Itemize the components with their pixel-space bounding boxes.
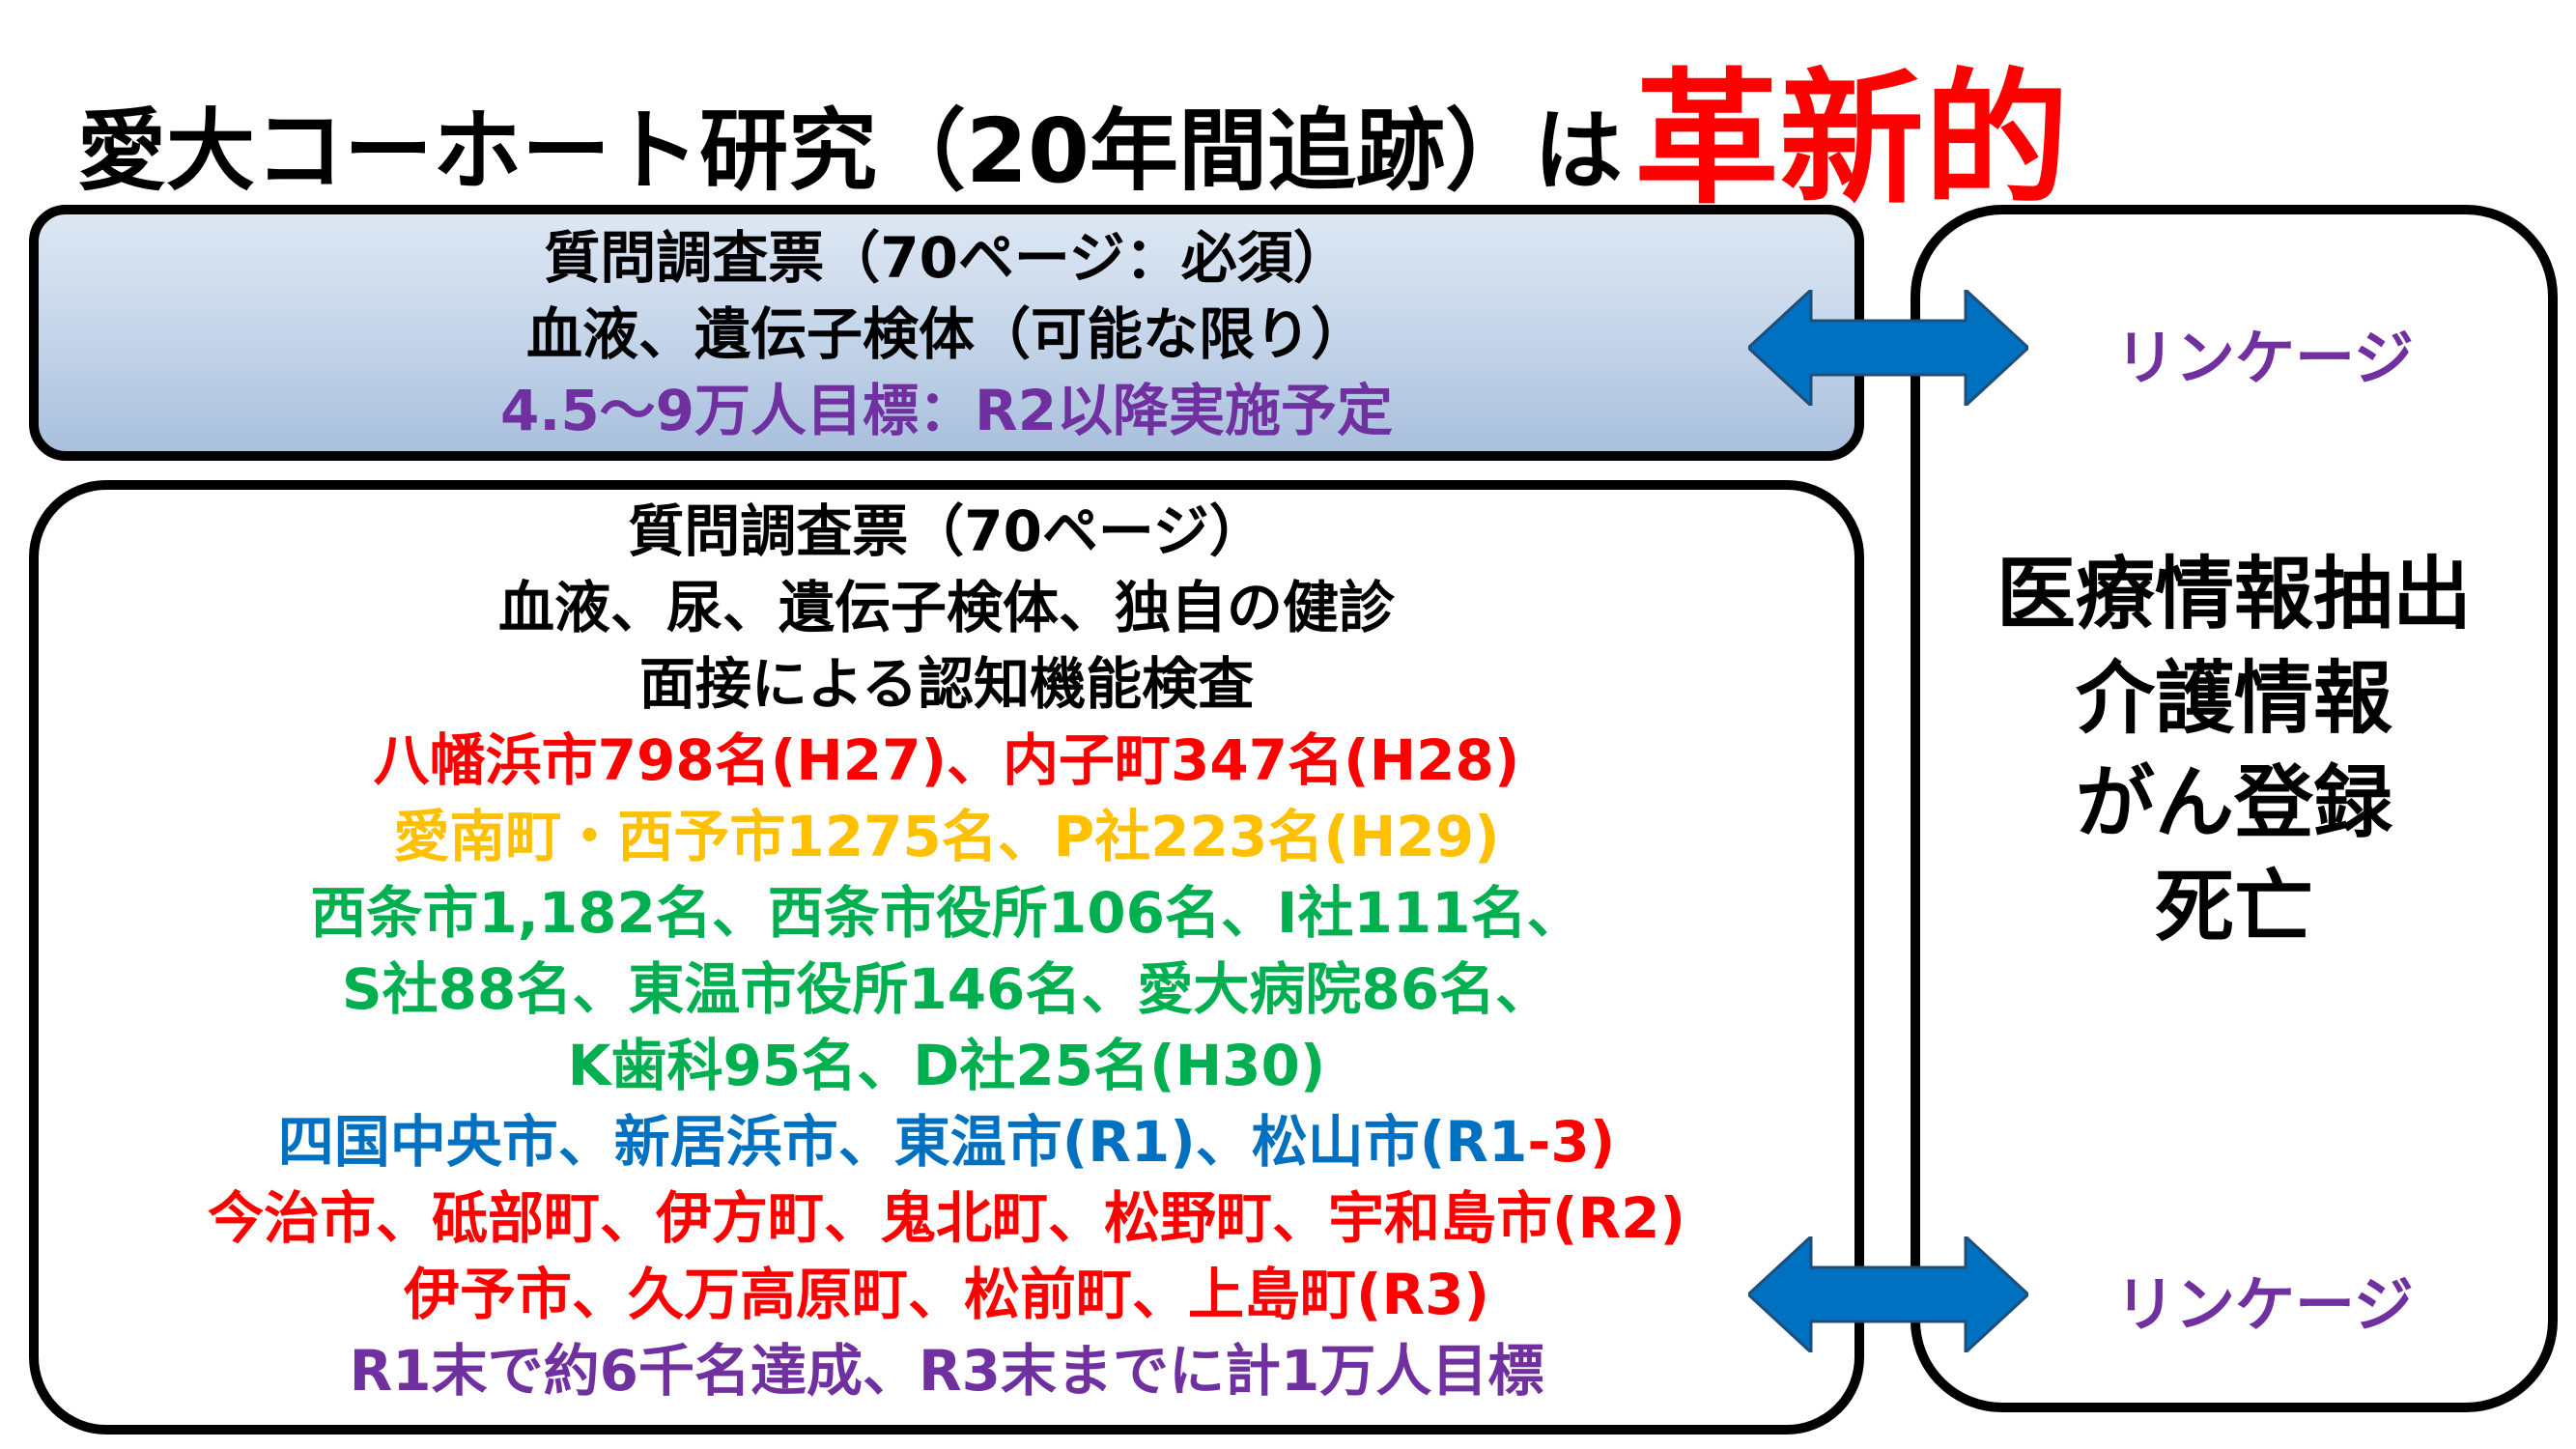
main-line-3: 面接による認知機能検査	[638, 651, 1255, 717]
main-line-8: K歯科95名、D社25名(H30)	[567, 1033, 1326, 1098]
main-line-9-blue: 四国中央市、新居浜市、東温市(R1)、松山市(R1	[277, 1109, 1528, 1175]
right-box: 医療情報抽出 介護情報 がん登録 死亡	[1911, 205, 2558, 1412]
slide-title: 愛大コーホート研究（20年間追跡）は革新的	[77, 68, 2069, 213]
main-line-11: 伊予市、久万高原町、松前町、上島町(R3)	[403, 1262, 1490, 1327]
top-line-1: 質問調査票（70ページ：必須）	[544, 225, 1349, 291]
main-line-9: 四国中央市、新居浜市、東温市(R1)、松山市(R1-3)	[39, 1104, 1854, 1180]
top-line-3: 4.5～9万人目標：R2以降実施予定	[499, 378, 1394, 443]
linkage-label-bottom: リンケージ	[2115, 1269, 2414, 1340]
title-emphasis: 革新的	[1634, 56, 2070, 224]
main-line-2: 血液、尿、遺伝子検体、独自の健診	[497, 575, 1395, 640]
double-arrow-icon-top	[1748, 290, 2028, 406]
title-main: 愛大コーホート研究（20年間追跡）は	[77, 99, 1624, 203]
double-arrow-icon-bottom	[1748, 1236, 2028, 1352]
main-line-5: 愛南町・西予市1275名、P社223名(H29)	[393, 804, 1500, 869]
main-line-9-red: -3)	[1527, 1109, 1616, 1175]
main-line-12: R1末で約6千名達成、R3末までに計1万人目標	[349, 1338, 1544, 1404]
right-item-medical: 医療情報抽出	[1996, 549, 2472, 640]
linkage-label-top: リンケージ	[2115, 323, 2414, 393]
top-box: 質問調査票（70ページ：必須） 血液、遺伝子検体（可能な限り） 4.5～9万人目…	[29, 205, 1864, 461]
main-line-4: 八幡浜市798名(H27)、内子町347名(H28)	[373, 727, 1520, 793]
main-line-10: 今治市、砥部町、伊方町、鬼北町、松野町、宇和島市(R2)	[207, 1185, 1686, 1251]
main-line-1: 質問調査票（70ページ）	[628, 498, 1265, 564]
main-line-7: S社88名、東温市役所146名、愛大病院86名、	[341, 956, 1552, 1022]
right-item-cancer: がん登録	[2075, 757, 2392, 849]
right-item-death: 死亡	[2154, 862, 2313, 953]
right-item-care: 介護情報	[2075, 653, 2392, 745]
main-line-6: 西条市1,182名、西条市役所106名、I社111名、	[310, 880, 1583, 946]
main-box: 質問調査票（70ページ） 血液、尿、遺伝子検体、独自の健診 面接による認知機能検…	[29, 480, 1864, 1435]
top-line-2: 血液、遺伝子検体（可能な限り）	[525, 301, 1367, 367]
